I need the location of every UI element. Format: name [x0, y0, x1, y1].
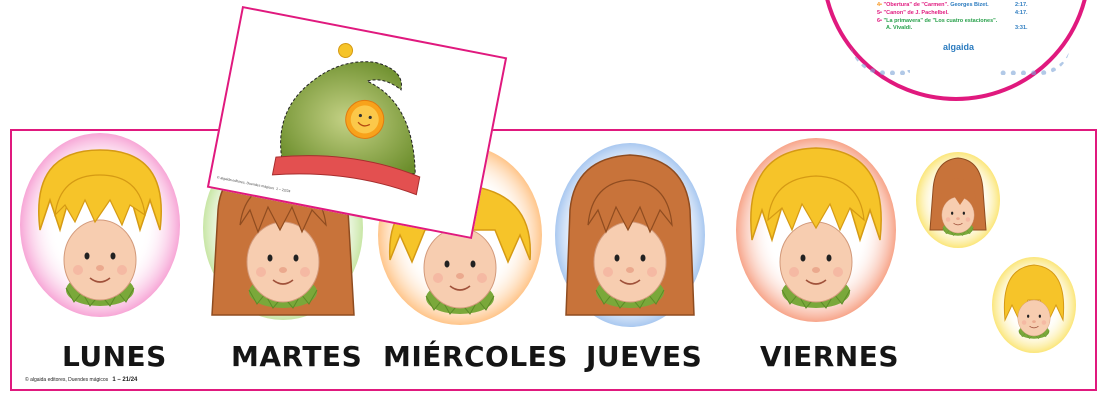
cd-credits-arc — [850, 40, 910, 75]
sun-icon — [345, 99, 385, 139]
day-label-viernes: VIERNES — [760, 340, 900, 373]
cd-track-6-author: A. Vivaldi. 3:31. — [886, 25, 1028, 31]
weekday-sheet — [10, 129, 1097, 391]
sheet-footer: © algaida editores, Duendes mágicos 1 – … — [25, 377, 138, 383]
day-label-martes: MARTES — [231, 340, 363, 373]
cd-track-5: 5• "Canon" de J. Pachelbel. 4:17. — [877, 10, 1028, 16]
hat-illustration — [271, 42, 421, 196]
cd-track-6: 6• "La primavera" de "Los cuatro estacio… — [877, 18, 998, 24]
day-label-jueves: JUEVES — [586, 340, 703, 373]
day-label-lunes: LUNES — [62, 340, 167, 373]
cd-brand: algaida — [943, 42, 975, 52]
face-viernes — [736, 138, 896, 322]
face-jueves — [555, 143, 705, 327]
hat-card-frame: © algaida editores, Duendes mágicos 1 – … — [206, 5, 508, 240]
hat-card: © algaida editores, Duendes mágicos 1 – … — [206, 5, 512, 240]
face-sad-brown — [916, 152, 1000, 248]
face-sad-blonde — [992, 257, 1076, 353]
day-label-miercoles: MIÉRCOLES — [383, 340, 568, 373]
cd-credits-arc-right — [1000, 45, 1070, 75]
cd-track-4: 4• "Obertura" de "Carmen". Georges Bizet… — [877, 2, 1028, 8]
face-lunes — [20, 133, 180, 317]
